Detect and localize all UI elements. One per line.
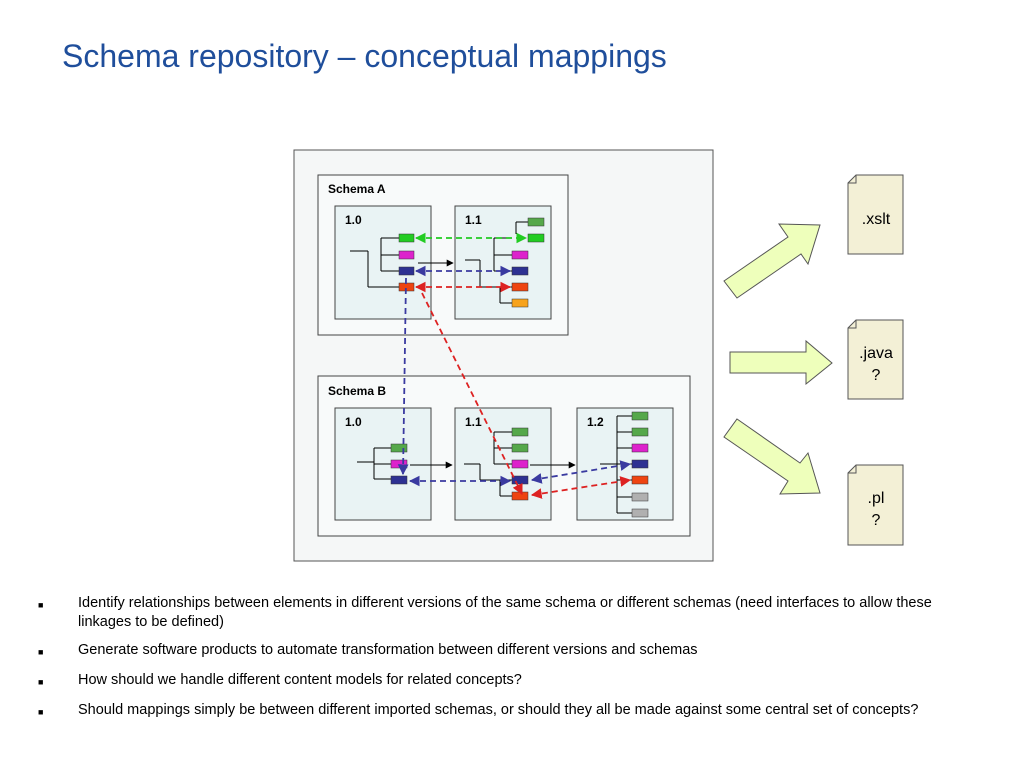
bullet-list: ■ Identify relationships between element… xyxy=(38,594,988,731)
element-orange-red xyxy=(511,491,529,501)
schema-a-v10-tree xyxy=(350,237,399,288)
element-navy xyxy=(511,475,529,485)
output-doc-label: ? xyxy=(872,512,881,529)
output-doc-label: ? xyxy=(872,367,881,384)
mapping-links xyxy=(397,232,632,499)
schema-b-v10-tree xyxy=(357,447,391,480)
element-navy xyxy=(390,475,408,485)
mapping-link-red xyxy=(530,476,632,499)
bullet-text: Identify relationships between elements … xyxy=(78,595,932,630)
element-orange xyxy=(511,298,529,308)
schema-a-v11-label: 1.1 xyxy=(465,213,482,227)
bullet-text: Generate software products to automate t… xyxy=(78,642,698,658)
bullet-marker: ■ xyxy=(38,677,44,687)
bullet-marker: ■ xyxy=(38,600,44,610)
schema-a-label: Schema A xyxy=(328,182,386,196)
bullet-item: ■ Should mappings simply be between diff… xyxy=(38,701,988,722)
schema-a-group: Schema A 1.0 1.1 xyxy=(317,174,569,336)
schema-b-v11-label: 1.1 xyxy=(465,415,482,429)
output-doc-label: .pl xyxy=(868,490,885,507)
element-navy xyxy=(398,266,415,276)
output-doc-label: .xslt xyxy=(862,211,891,228)
element-green xyxy=(390,443,408,453)
bullet-marker: ■ xyxy=(38,707,44,717)
output-doc-label: .java xyxy=(859,345,893,362)
output-arrow-java xyxy=(729,339,833,386)
bullet-item: ■ Generate software products to automate… xyxy=(38,641,988,662)
element-green xyxy=(631,427,649,437)
element-green xyxy=(511,427,529,437)
element-green xyxy=(511,443,529,453)
element-magenta xyxy=(398,250,415,260)
mapping-link-red xyxy=(421,292,523,495)
element-magenta xyxy=(390,459,408,469)
bullet-text: How should we handle different content m… xyxy=(78,672,522,688)
schema-b-label: Schema B xyxy=(328,384,386,398)
output-doc-java: .java ? xyxy=(847,319,904,400)
bullet-item: ■ Identify relationships between element… xyxy=(38,594,988,632)
element-magenta xyxy=(511,459,529,469)
element-magenta xyxy=(631,443,649,453)
element-orange-red xyxy=(511,282,529,292)
output-arrow-xslt xyxy=(723,223,821,299)
mapping-link-blue xyxy=(397,277,409,476)
slide-title: Schema repository – conceptual mappings xyxy=(62,38,667,74)
output-arrows xyxy=(723,223,833,495)
element-grey xyxy=(631,508,649,518)
schema-b-group: Schema B 1.0 1.1 1.2 xyxy=(317,375,691,537)
schema-mapping-diagram: Schema A 1.0 1.1 xyxy=(293,149,904,562)
output-doc-pl: .pl ? xyxy=(847,464,904,546)
schema-a-v10-panel xyxy=(334,205,432,320)
schema-a-v10-label: 1.0 xyxy=(345,213,362,227)
schema-b-v12-label: 1.2 xyxy=(587,415,604,429)
element-navy xyxy=(511,266,529,276)
bullet-item: ■ How should we handle different content… xyxy=(38,671,988,692)
element-green xyxy=(527,217,545,227)
element-green xyxy=(527,233,545,243)
output-arrow-pl xyxy=(723,418,821,495)
element-magenta xyxy=(511,250,529,260)
bullet-text: Should mappings simply be between differ… xyxy=(78,702,919,718)
element-green xyxy=(631,411,649,421)
schema-b-v10-label: 1.0 xyxy=(345,415,362,429)
mapping-link-blue xyxy=(530,460,632,484)
element-orange-red xyxy=(631,475,649,485)
output-doc-xslt: .xslt xyxy=(847,174,904,255)
bullet-marker: ■ xyxy=(38,647,44,657)
element-navy xyxy=(631,459,649,469)
element-green xyxy=(398,233,415,243)
element-grey xyxy=(631,492,649,502)
